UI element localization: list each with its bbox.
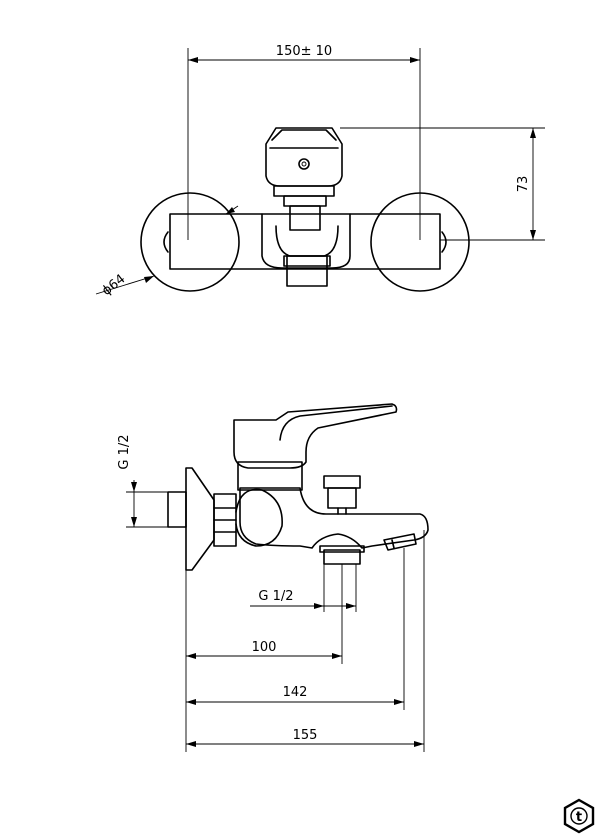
side-lever [233,403,398,469]
logo-letter: t [576,810,582,825]
side-view: G 1/2 G 1/2 100 142 155 [117,403,429,752]
lever-top [265,127,343,187]
top-body [169,213,441,270]
side-rosette [185,467,215,571]
height-label: 73 [516,176,531,193]
width-label: 150± 10 [276,44,332,59]
outlet-thread-label: G 1/2 [258,589,293,604]
diameter-label: ϕ64 [99,272,128,299]
top-view: 150± 10 73 ϕ64 [95,44,545,299]
inlet-thread-label: G 1/2 [117,434,132,469]
side-body [239,487,429,549]
dim-142-label: 142 [283,685,308,700]
dim-155-label: 155 [293,728,318,743]
left-rosette [140,192,240,292]
dim-100-label: 100 [252,640,277,655]
brand-logo-icon: t [563,798,595,834]
